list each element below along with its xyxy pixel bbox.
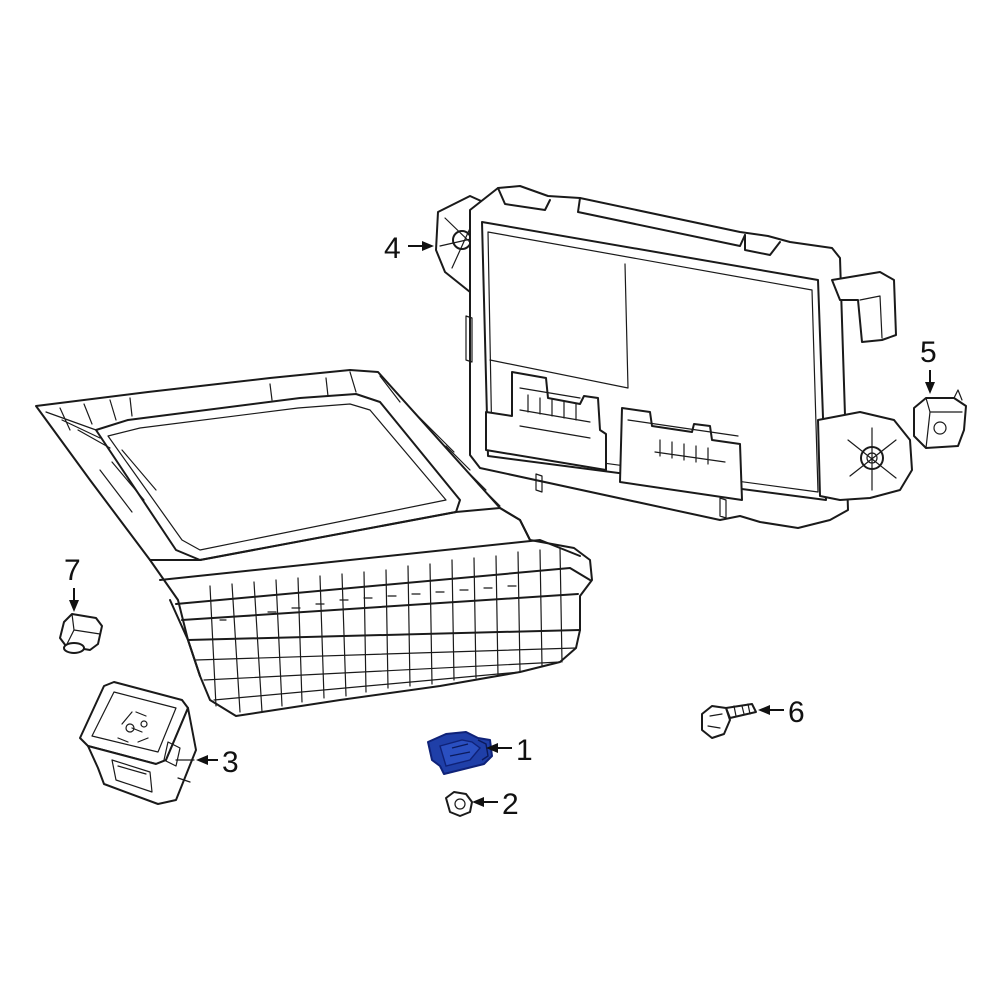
arrowhead-3 [196, 755, 208, 765]
callout-labels: 1 2 3 4 5 6 7 [64, 232, 937, 821]
arrowhead-7 [69, 600, 79, 612]
arrowhead-1 [486, 743, 498, 753]
park-brake-switch-part[interactable] [79, 681, 197, 805]
callout-7: 7 [64, 554, 81, 587]
callout-2: 2 [502, 788, 519, 821]
arrowhead-4 [422, 241, 434, 251]
push-pin-part[interactable] [59, 613, 103, 654]
callout-4: 4 [384, 232, 401, 265]
callout-5: 5 [920, 336, 937, 369]
screw-part[interactable] [701, 703, 757, 739]
control-module-part[interactable] [435, 185, 913, 529]
clip-part[interactable] [913, 389, 967, 449]
nut-part[interactable] [445, 791, 473, 817]
callout-leaders [69, 241, 935, 807]
arrowhead-5 [925, 382, 935, 394]
console-bezel [35, 369, 593, 717]
callout-3: 3 [222, 746, 239, 779]
switch-part-highlighted[interactable] [427, 731, 493, 775]
arrowhead-2 [472, 797, 484, 807]
callout-6: 6 [788, 696, 805, 729]
arrowhead-6 [758, 705, 770, 715]
callout-1: 1 [516, 734, 533, 767]
